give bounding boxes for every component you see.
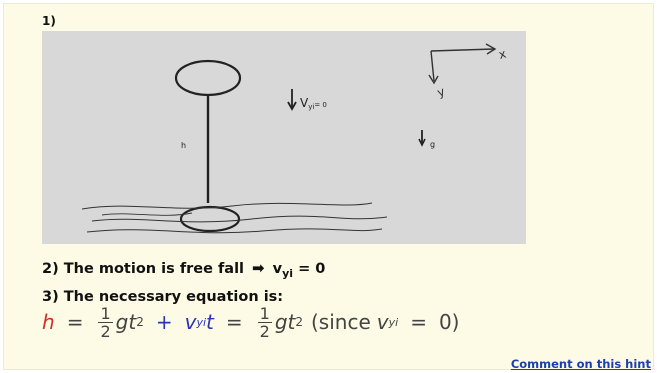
g-label: g bbox=[430, 140, 435, 149]
step-3-text: 3) The necessary equation is: bbox=[42, 289, 284, 305]
implies-arrow-icon: ➡ bbox=[252, 259, 265, 277]
ball-bottom-drawing bbox=[179, 205, 241, 233]
step-2-label: 2) The motion is free fall bbox=[42, 261, 245, 277]
vyi-label: V bbox=[300, 96, 309, 110]
svg-text:Vyi= 0: Vyi= 0 bbox=[300, 96, 327, 111]
eq-gt: gt bbox=[115, 310, 137, 334]
vyi-sub: yi bbox=[308, 103, 314, 111]
step-2-v-sub: yi bbox=[282, 266, 294, 280]
eq-fraction-1: 1 2 bbox=[98, 303, 113, 341]
step-2-v: v bbox=[272, 261, 283, 277]
eq-gt-2: gt bbox=[274, 310, 296, 334]
eq-fraction-1-num: 1 bbox=[98, 303, 113, 323]
axes-drawing bbox=[430, 48, 495, 52]
step-1-label: 1) bbox=[42, 14, 56, 28]
x-axis-label: x bbox=[497, 47, 507, 62]
eq-zero: 0) bbox=[438, 310, 460, 334]
eq-plus: + bbox=[155, 310, 173, 334]
eq-fraction-2-den: 2 bbox=[259, 321, 270, 341]
ball-top-drawing bbox=[174, 59, 242, 97]
step-2-text: 2) The motion is free fall ➡ vyi = 0 bbox=[42, 259, 325, 280]
eq-fraction-2-num: 1 bbox=[257, 303, 272, 323]
eq-v-3-sub: yi bbox=[388, 315, 399, 329]
y-axis-label: y bbox=[435, 84, 446, 100]
step-2-value: = 0 bbox=[298, 261, 326, 277]
eq-equals-1: = bbox=[66, 310, 84, 334]
eq-exp-1: 2 bbox=[136, 315, 144, 329]
hint-panel: 1) h Vyi= 0 g bbox=[3, 3, 654, 370]
eq-equals-2: = bbox=[225, 310, 243, 334]
eq-v-3: v bbox=[376, 310, 389, 334]
comment-on-hint-link[interactable]: Comment on this hint bbox=[510, 357, 651, 371]
eq-exp-2: 2 bbox=[295, 315, 303, 329]
eq-v: v bbox=[184, 310, 197, 334]
eq-since: (since bbox=[311, 310, 371, 334]
eq-equals-3: = bbox=[410, 310, 427, 334]
eq-t: t bbox=[206, 310, 214, 334]
free-fall-sketch: h Vyi= 0 g x y bbox=[42, 31, 526, 244]
eq-h: h bbox=[42, 310, 55, 334]
eq-v-sub: yi bbox=[196, 315, 207, 329]
ground-scribble bbox=[81, 202, 373, 210]
eq-fraction-1-den: 2 bbox=[100, 321, 111, 341]
h-label: h bbox=[181, 141, 186, 150]
vyi-value: = 0 bbox=[314, 101, 327, 109]
eq-fraction-2: 1 2 bbox=[257, 303, 272, 341]
